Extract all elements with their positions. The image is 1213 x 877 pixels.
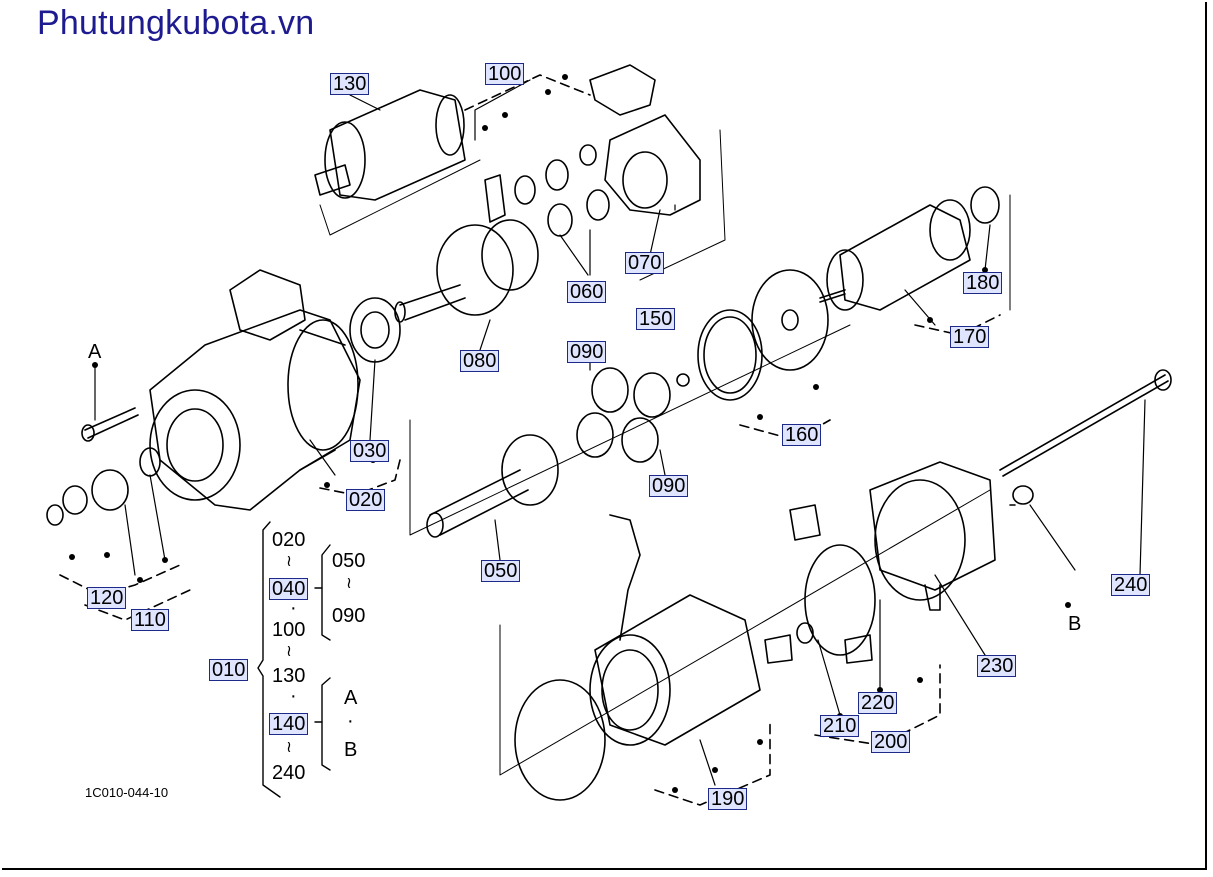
legend-item-100: 100 — [272, 619, 306, 641]
reference-dots — [69, 74, 1071, 793]
legend-item-050: 050 — [332, 550, 366, 572]
through-bolt — [999, 369, 1172, 477]
part-label-130[interactable]: 130 — [330, 73, 370, 95]
legend-item-240: 240 — [272, 762, 306, 784]
legend-range-3: ≀ — [286, 739, 292, 756]
part-label-020[interactable]: 020 — [346, 489, 386, 511]
legend-item-130: 130 — [272, 665, 306, 687]
part-label-050[interactable]: 050 — [481, 560, 521, 582]
rear-cover — [869, 461, 996, 611]
screw-b — [1009, 485, 1034, 506]
solenoid-switch — [314, 89, 466, 201]
label-point-a-left: A — [88, 341, 102, 363]
plate-160 — [676, 269, 829, 401]
part-label-090-top[interactable]: 090 — [567, 341, 607, 363]
end-cover — [604, 114, 701, 216]
part-label-100[interactable]: 100 — [485, 63, 525, 85]
leader-lines — [94, 79, 1146, 786]
part-label-070[interactable]: 070 — [625, 252, 665, 274]
part-label-190[interactable]: 190 — [708, 788, 748, 810]
part-label-110[interactable]: 110 — [131, 609, 169, 631]
legend-dot-3: · — [347, 710, 354, 732]
watermark-title: Phutungkubota.vn — [37, 4, 315, 42]
planet-gears — [576, 367, 671, 463]
legend-range-4: ≀ — [346, 575, 352, 592]
part-label-220[interactable]: 220 — [858, 692, 898, 714]
part-label-210[interactable]: 210 — [820, 715, 860, 737]
legend-item-020: 020 — [272, 529, 306, 551]
legend-item-a: A — [344, 687, 358, 709]
legend-range-2: ≀ — [286, 643, 292, 660]
bearing-030 — [349, 297, 401, 363]
label-point-b-right: B — [1068, 613, 1082, 635]
part-label-230[interactable]: 230 — [977, 655, 1017, 677]
legend-item-140[interactable]: 140 — [269, 713, 309, 735]
legend-item-040[interactable]: 040 — [269, 578, 309, 600]
overrunning-clutch — [394, 219, 539, 323]
part-label-160[interactable]: 160 — [782, 424, 822, 446]
part-label-240[interactable]: 240 — [1111, 574, 1151, 596]
part-label-080[interactable]: 080 — [460, 350, 500, 372]
legend-item-090: 090 — [332, 605, 366, 627]
frame-lines — [319, 129, 1011, 776]
bolt-a — [81, 407, 139, 442]
part-label-030[interactable]: 030 — [350, 440, 390, 462]
part-label-170[interactable]: 170 — [950, 326, 990, 348]
legend-dot-1: · — [290, 597, 297, 619]
part-label-180[interactable]: 180 — [963, 272, 1003, 294]
planetary-shaft — [426, 434, 559, 538]
drive-lever-springs — [484, 64, 656, 237]
legend-item-b: B — [344, 739, 358, 761]
diagram-code: 1C010-044-10 — [85, 785, 169, 800]
pinion-gear-small — [46, 447, 161, 526]
part-label-150[interactable]: 150 — [636, 308, 676, 330]
part-label-060[interactable]: 060 — [567, 281, 607, 303]
yoke — [514, 514, 761, 801]
brush-holder — [764, 504, 876, 664]
part-label-120[interactable]: 120 — [87, 587, 127, 609]
legend-range-1: ≀ — [286, 553, 292, 570]
legend-brackets — [257, 521, 331, 798]
legend-dot-2: · — [290, 685, 297, 707]
part-label-200[interactable]: 200 — [871, 731, 911, 753]
drive-housing — [149, 269, 361, 511]
legend-root-010[interactable]: 010 — [209, 659, 249, 681]
part-label-090-bottom[interactable]: 090 — [649, 475, 689, 497]
